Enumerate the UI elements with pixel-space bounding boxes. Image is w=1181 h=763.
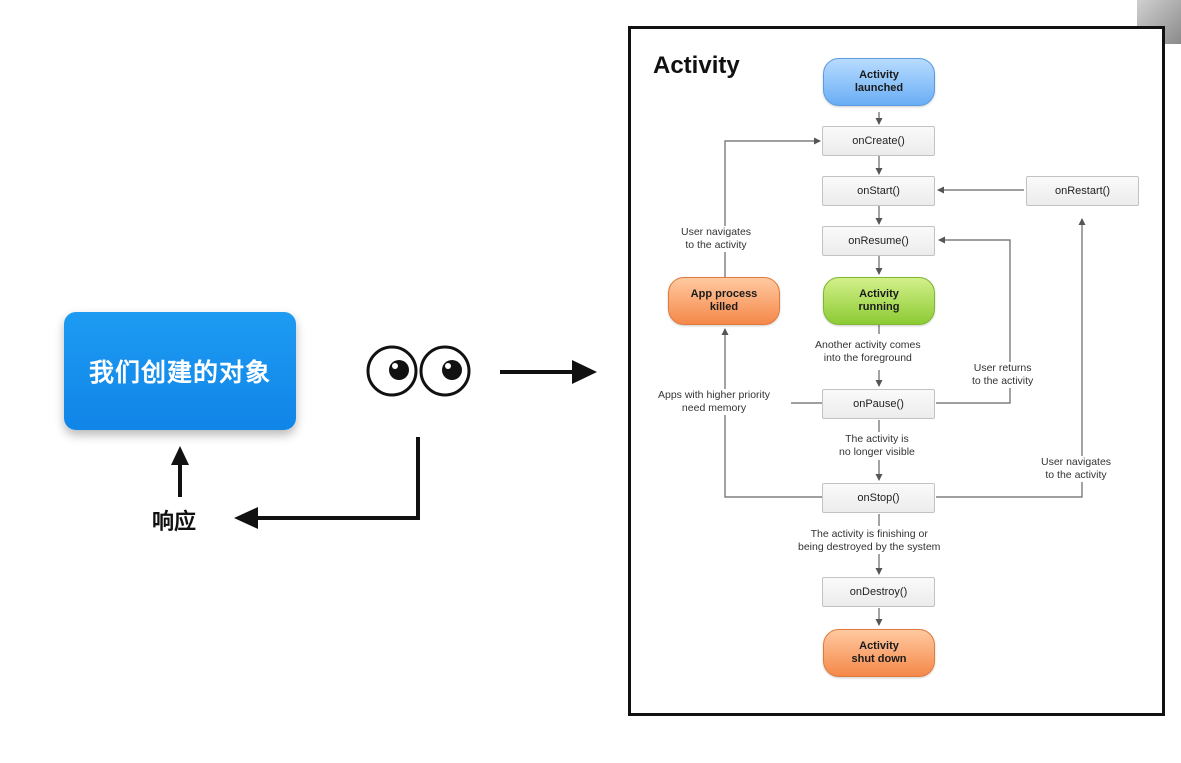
- onpause-node: onPause(): [822, 389, 935, 419]
- note-user-returns: User returns to the activity: [972, 362, 1034, 388]
- onstop-node: onStop(): [822, 483, 935, 513]
- ondestroy-node: onDestroy(): [822, 577, 935, 607]
- note-apps-higher-priority: Apps with higher priority need memory: [658, 389, 771, 415]
- created-object-label: 我们创建的对象: [88, 358, 271, 387]
- feedback-arrow-icon: [234, 437, 420, 529]
- up-arrow-icon: [171, 446, 189, 497]
- eyes-icon: [366, 345, 471, 397]
- onrestart-node: onRestart(): [1026, 176, 1139, 206]
- note-user-navigates-top: User navigates to the activity: [681, 226, 752, 252]
- diagram-title: Activity: [653, 52, 740, 79]
- arrow-right-icon: [500, 360, 597, 384]
- note-user-navigates-right: User navigates to the activity: [1041, 456, 1112, 482]
- onresume-node: onResume(): [822, 226, 935, 256]
- respond-label: 响应: [152, 510, 197, 535]
- onstart-node: onStart(): [822, 176, 935, 206]
- note-no-longer-visible: The activity is no longer visible: [839, 433, 915, 459]
- created-object-box: 我们创建的对象: [64, 312, 296, 430]
- note-another-activity: Another activity comes into the foregrou…: [815, 339, 921, 365]
- oncreate-node: onCreate(): [822, 126, 935, 156]
- activity-lifecycle-diagram: Activity Activity launched onCreate() on…: [628, 26, 1165, 716]
- activity-launched-node: Activity launched: [823, 58, 935, 106]
- app-process-killed-node: App process killed: [668, 277, 780, 325]
- activity-running-node: Activity running: [823, 277, 935, 325]
- activity-shut-down-node: Activity shut down: [823, 629, 935, 677]
- note-finishing: The activity is finishing or being destr…: [798, 528, 941, 554]
